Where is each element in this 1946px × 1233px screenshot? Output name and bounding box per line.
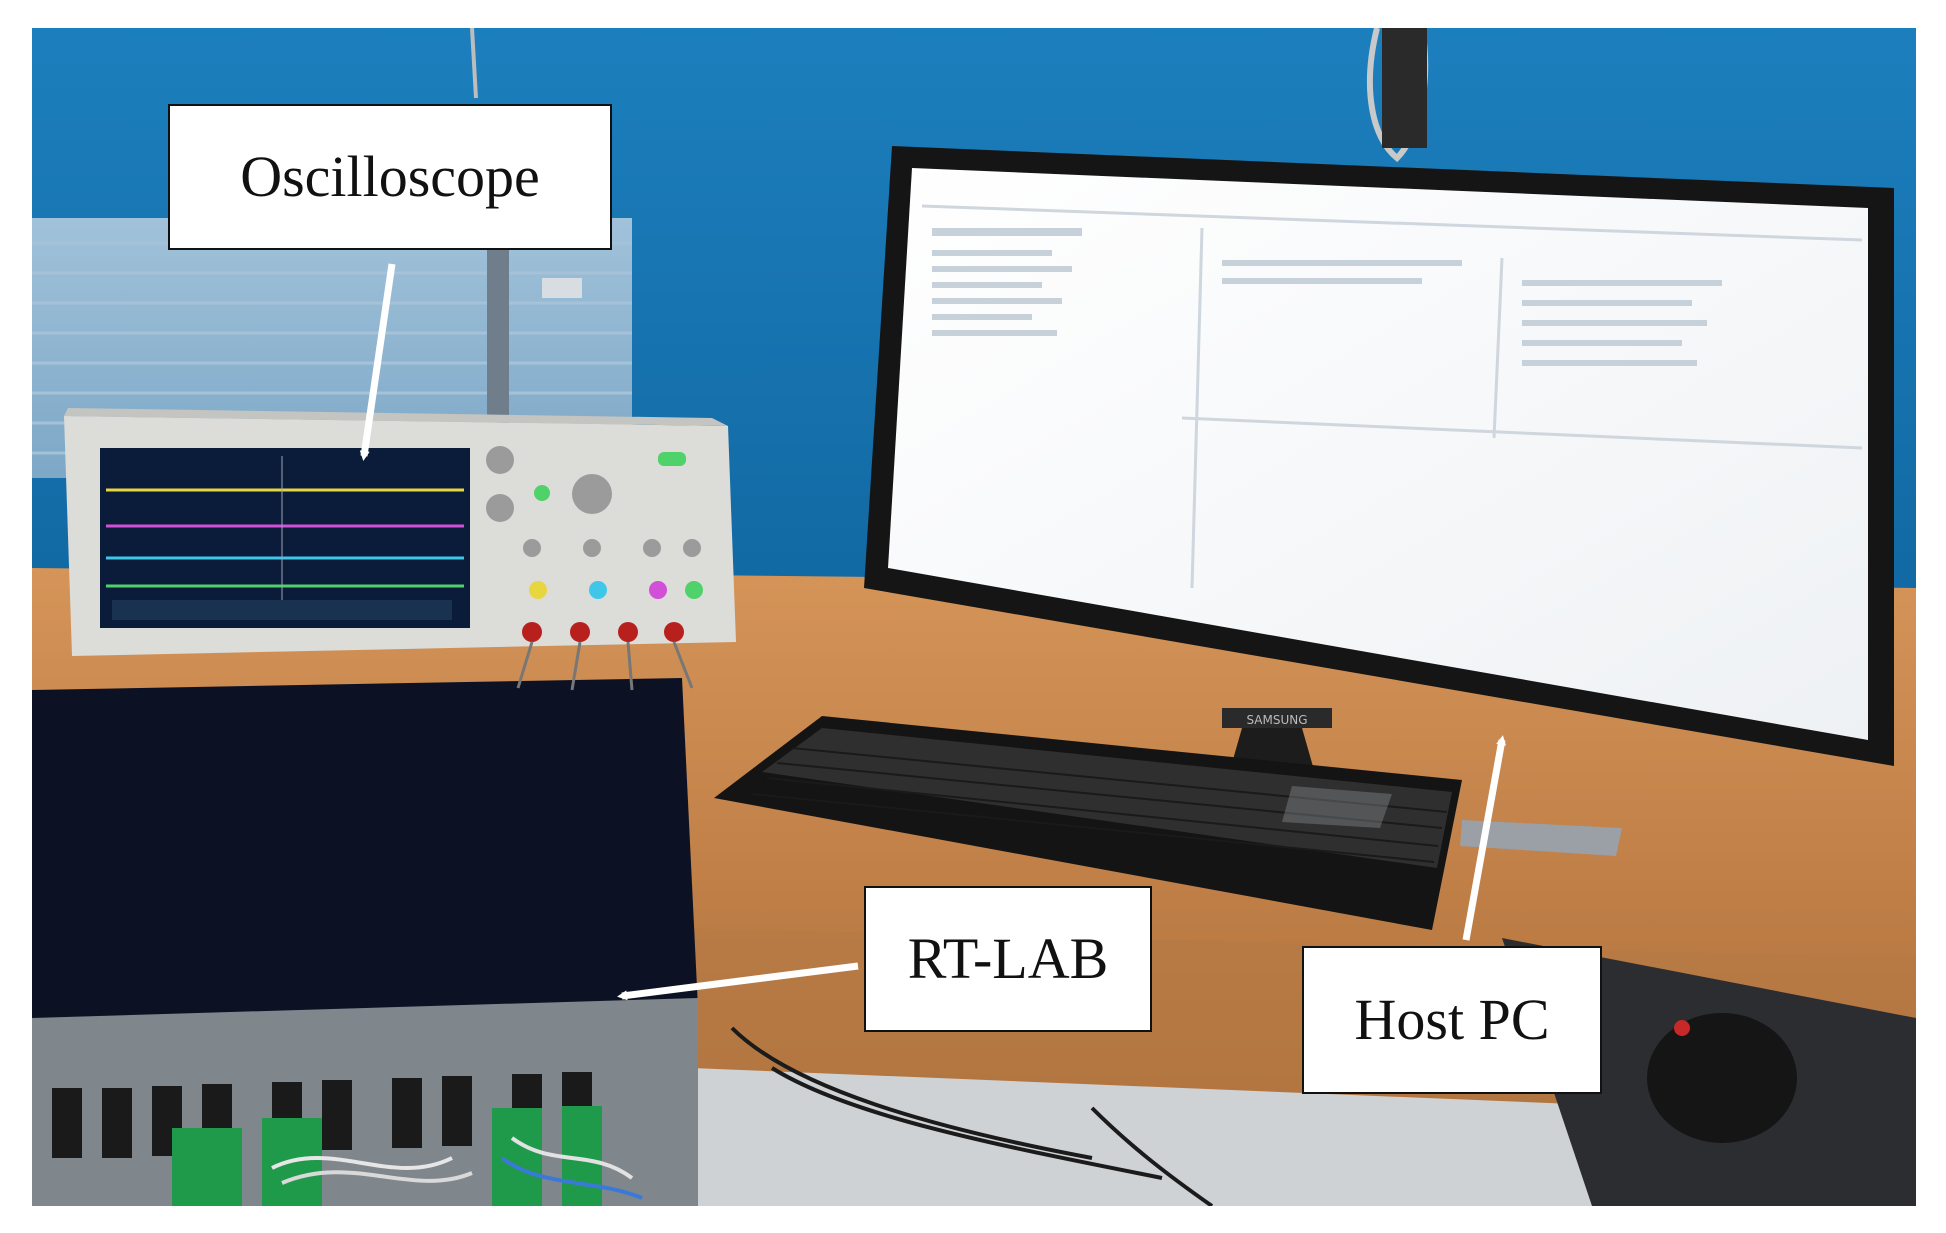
rt-lab-simulator — [32, 678, 698, 1206]
lab-setup-photo: SAMSUNG — [32, 28, 1916, 1206]
under-desk-cables — [730, 1026, 1214, 1206]
oscilloscope-device — [64, 408, 736, 691]
mouse-pad — [1502, 938, 1916, 1206]
arrow-to-rt-lab — [617, 962, 859, 1001]
ruler — [1460, 820, 1622, 856]
label-host-pc: Host PC — [1302, 946, 1602, 1094]
svg-text:SAMSUNG: SAMSUNG — [1246, 713, 1307, 727]
arrow-to-oscilloscope — [359, 263, 396, 461]
arrow-to-host-pc — [1462, 735, 1507, 941]
small-cable — [470, 28, 478, 99]
host-pc-monitor: SAMSUNG — [864, 146, 1894, 823]
label-oscilloscope: Oscilloscope — [168, 104, 612, 250]
keyboard — [714, 716, 1462, 930]
wall-pillar — [1382, 28, 1427, 148]
label-rt-lab: RT-LAB — [864, 886, 1152, 1032]
